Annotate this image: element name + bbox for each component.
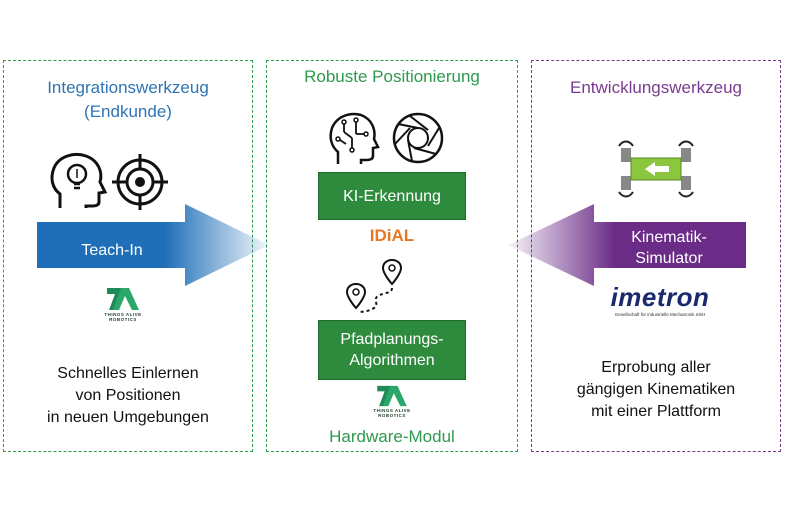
hardware-module-label: Hardware-Modul bbox=[329, 427, 455, 446]
imetron-subtitle: Gesellschaft für industrielle Mechatroni… bbox=[614, 312, 706, 317]
path-planning-box: Pfadplanungs- Algorithmen bbox=[318, 320, 466, 380]
things-alive-logo-middle-icon bbox=[377, 385, 407, 407]
left-logo-line2: ROBOTICS bbox=[109, 317, 137, 322]
path-planning-line1: Pfadplanungs- bbox=[340, 331, 444, 348]
integration-tool-panel bbox=[3, 60, 253, 452]
teach-in-arrow bbox=[37, 204, 269, 286]
imetron-logo: imetron Gesellschaft für industrielle Me… bbox=[600, 282, 720, 318]
left-desc-line3: in neuen Umgebungen bbox=[47, 409, 209, 426]
middle-logo-line2: ROBOTICS bbox=[378, 413, 406, 418]
head-circuit-icon bbox=[329, 112, 380, 164]
idial-logo: IDiAL bbox=[369, 226, 415, 245]
imetron-wordmark: imetron bbox=[610, 282, 710, 312]
left-desc-line1: Schnelles Einlernen bbox=[57, 365, 199, 382]
left-title-line1: Integrationswerkzeug bbox=[47, 78, 209, 97]
left-title: Integrationswerkzeug (Endkunde) bbox=[3, 76, 253, 124]
things-alive-logo-icon bbox=[107, 288, 139, 310]
right-description: Erprobung aller gängigen Kinematiken mit… bbox=[531, 357, 781, 423]
ki-erkennung-box: KI-Erkennung bbox=[318, 172, 466, 220]
kinematik-simulator-label: Kinematik- Simulator bbox=[594, 227, 744, 269]
simulator-line2: Simulator bbox=[635, 250, 703, 267]
right-desc-line3: mit einer Plattform bbox=[591, 403, 721, 420]
route-pins-icon bbox=[345, 258, 403, 313]
left-title-line2: (Endkunde) bbox=[84, 102, 172, 121]
right-desc-line1: Erprobung aller bbox=[601, 359, 711, 376]
middle-logo-line1: THINGS ALIVE bbox=[373, 408, 411, 413]
target-icon bbox=[112, 154, 168, 210]
simulator-line1: Kinematik- bbox=[631, 229, 707, 246]
left-description: Schnelles Einlernen von Positionen in ne… bbox=[3, 363, 253, 429]
left-logo-line1: THINGS ALIVE bbox=[104, 312, 142, 317]
left-logo-text: THINGS ALIVE ROBOTICS bbox=[88, 312, 158, 322]
head-lightbulb-icon bbox=[50, 153, 108, 208]
left-desc-line2: von Positionen bbox=[75, 387, 181, 404]
aperture-icon bbox=[392, 112, 444, 164]
robust-positioning-panel bbox=[266, 60, 518, 452]
right-desc-line2: gängigen Kinematiken bbox=[576, 381, 736, 398]
mecanum-robot-icon bbox=[618, 140, 694, 198]
right-title: Entwicklungswerkzeug bbox=[570, 78, 742, 97]
middle-title: Robuste Positionierung bbox=[304, 67, 480, 86]
path-planning-line2: Algorithmen bbox=[349, 352, 435, 369]
middle-logo-text: THINGS ALIVE ROBOTICS bbox=[357, 408, 427, 418]
kinematik-simulator-arrow bbox=[508, 204, 746, 286]
teach-in-label: Teach-In bbox=[81, 242, 143, 259]
